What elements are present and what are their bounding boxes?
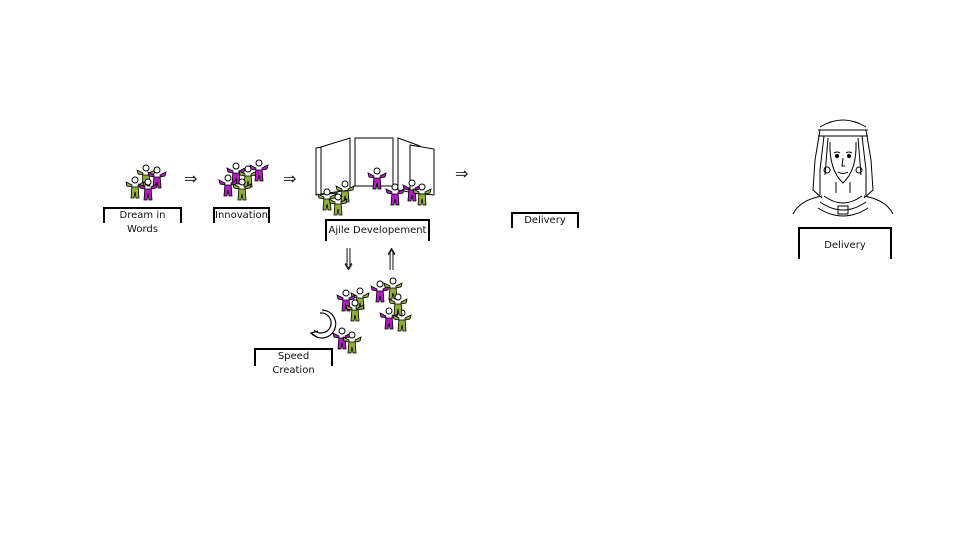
label-delivery-box: Delivery — [511, 212, 579, 228]
label-speed-creation: Speed Creation — [254, 348, 333, 376]
arrow-right-1: ⇒ — [184, 169, 198, 188]
people-group-icon-dream — [125, 164, 167, 201]
arrow-down: ⇓ — [341, 243, 357, 278]
people-group-icon-innovation — [218, 159, 269, 201]
people-group-icon-speed — [332, 277, 412, 354]
document-pages-icon — [315, 137, 435, 196]
arrow-right-3: ⇒ — [455, 164, 469, 183]
arrow-right-2: ⇒ — [283, 169, 297, 188]
arrow-up: ⇑ — [384, 243, 400, 278]
label-agile-development: Ajile Developement — [325, 219, 430, 241]
refresh-cycle-icon — [309, 309, 337, 339]
label-delivery-portrait: Delivery — [798, 227, 892, 259]
label-innovation: Innovation — [213, 207, 270, 223]
label-dream-in-words: Dream in Words — [103, 207, 182, 235]
egyptian-queen-portrait-icon — [792, 119, 894, 217]
